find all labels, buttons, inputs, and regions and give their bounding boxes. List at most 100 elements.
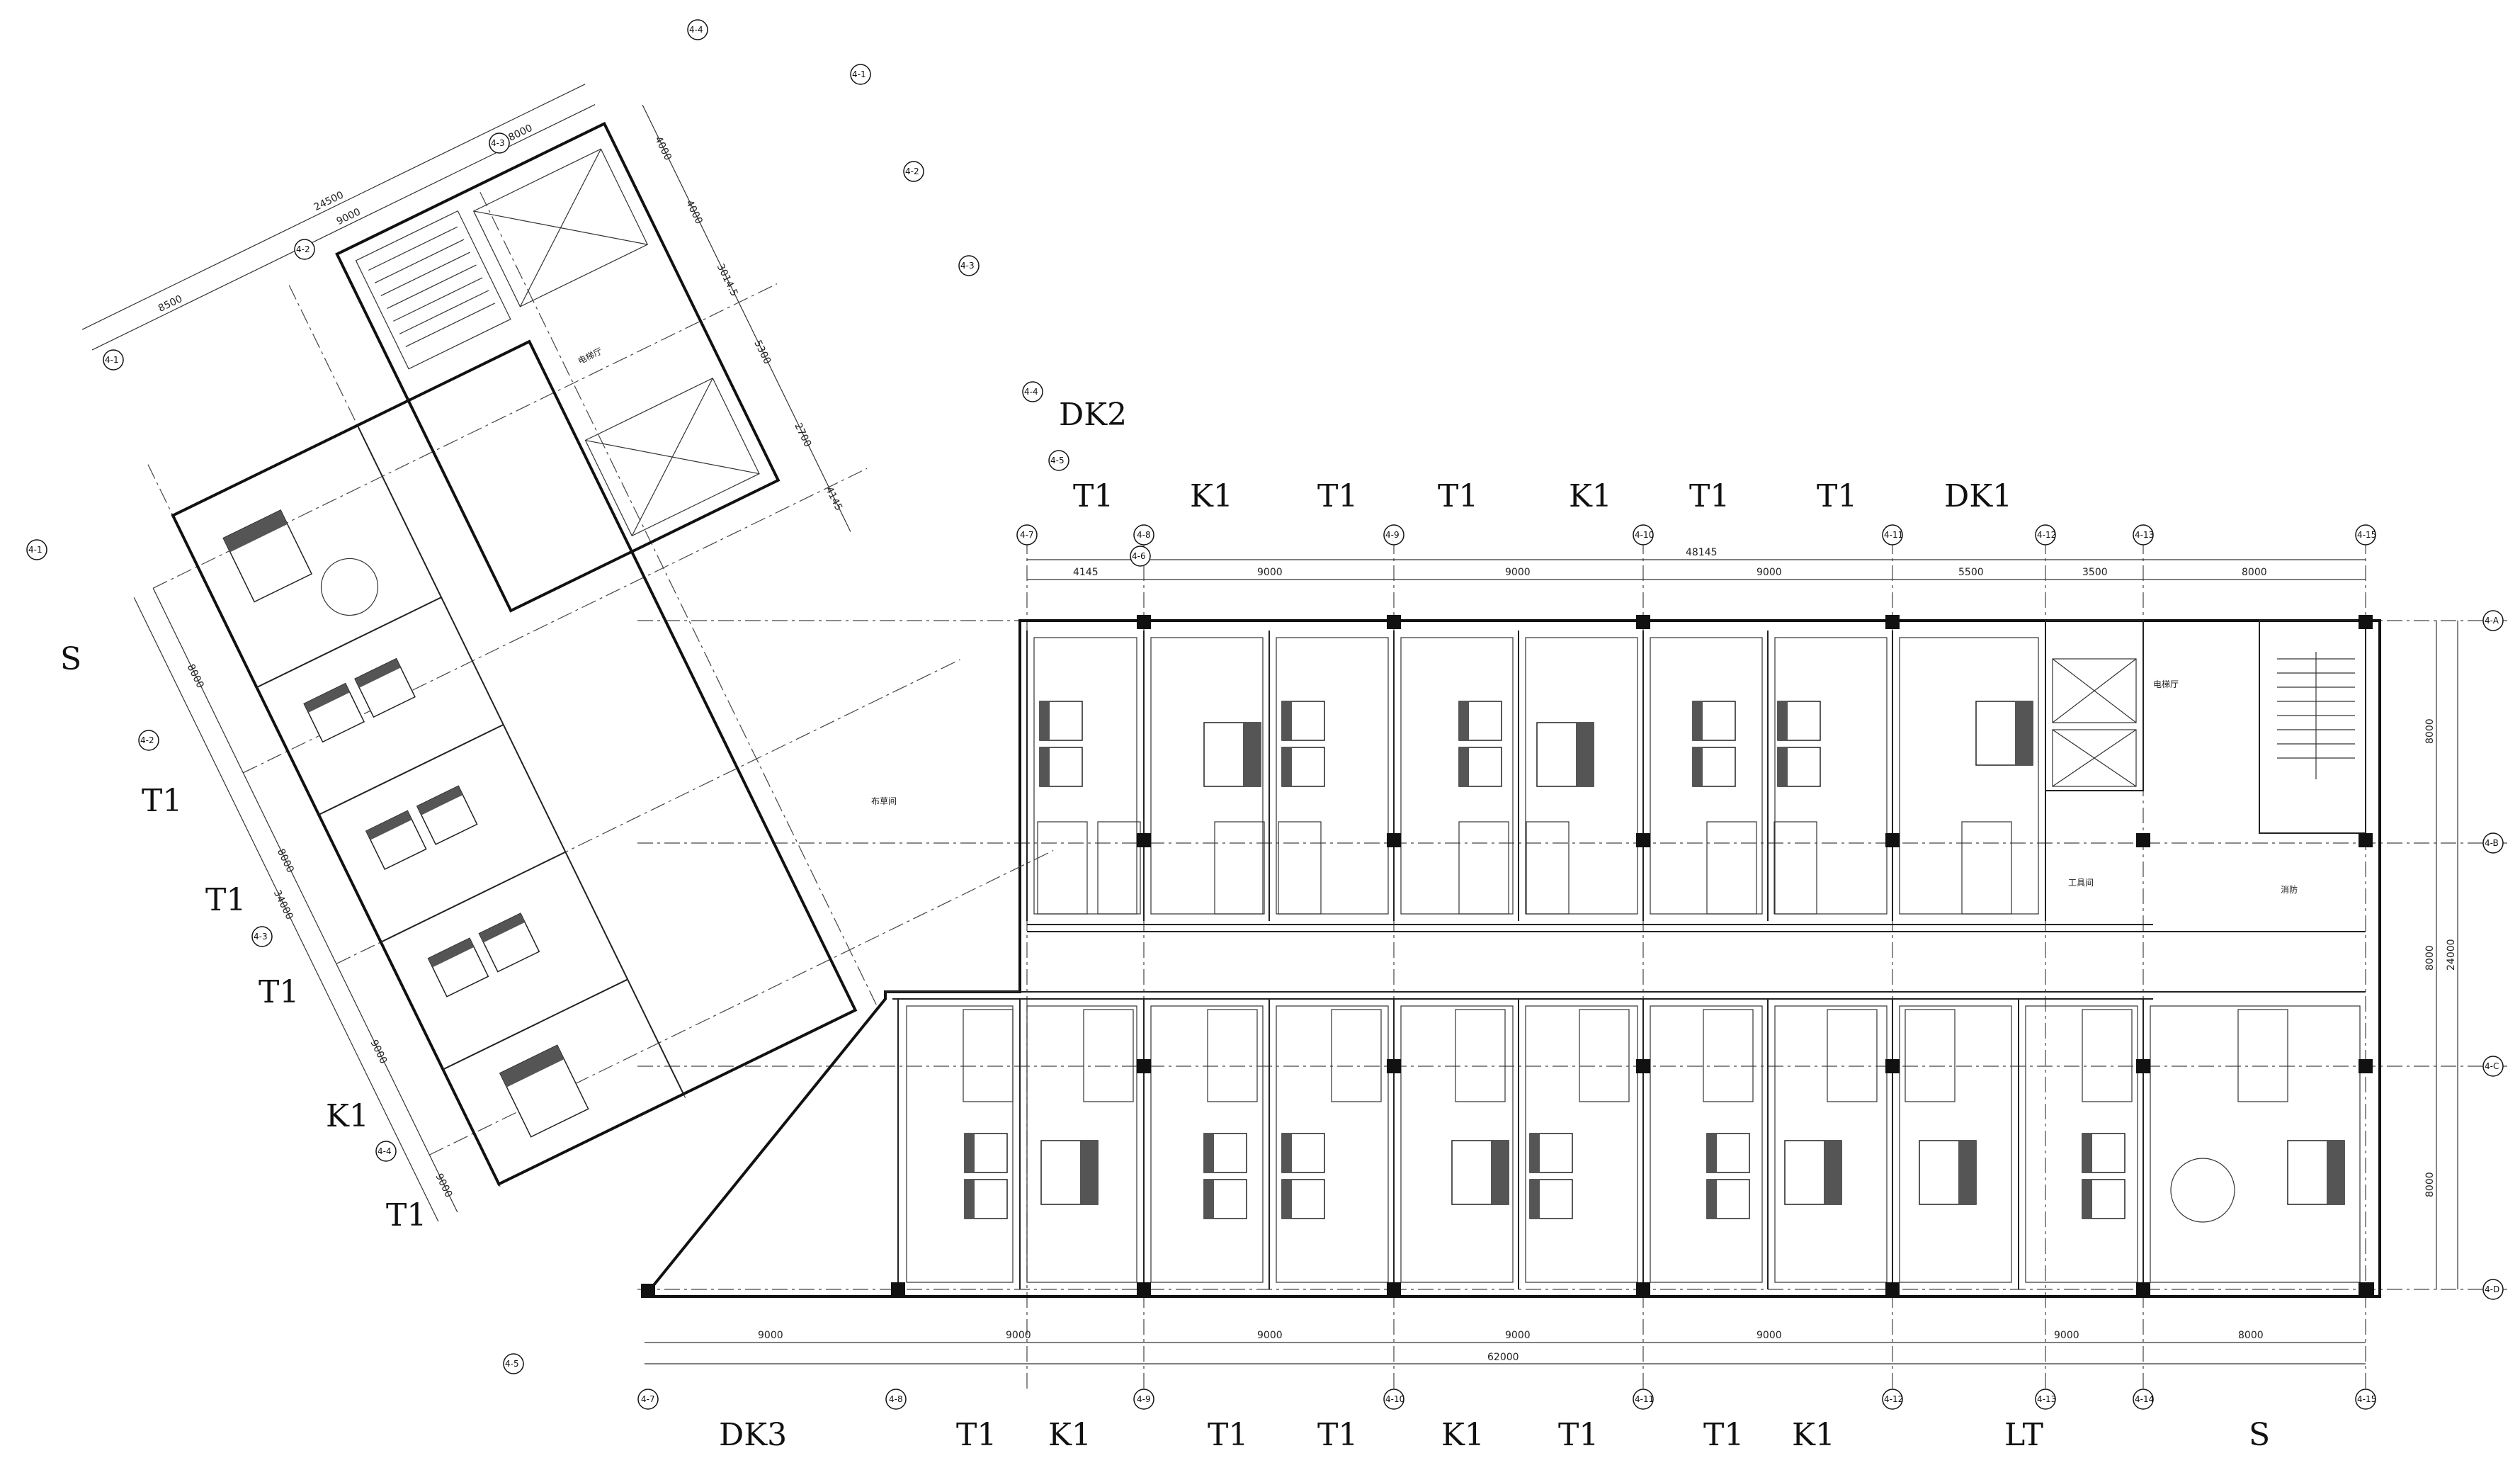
columns [641, 615, 2374, 1298]
grid-bubbles-bottom: 4-7 4-8 4-9 4-10 4-11 4-12 4-13 4-14 4-1… [637, 1389, 2376, 1410]
dimensions-wing-top: 8500 9000 8000 24500 [81, 84, 596, 351]
grid-wing-right-2: 4-2 [905, 166, 919, 176]
dim-right-2: 8000 [2424, 945, 2436, 971]
dim-bottom-4: 9000 [1505, 1330, 1531, 1341]
grid-wing-right-5: 4-5 [1050, 456, 1065, 465]
dim-wing-left-3: 9000 [368, 1038, 389, 1066]
grid-bottom-5: 4-11 [1635, 1394, 1654, 1404]
dim-right-3: 8000 [2424, 1172, 2436, 1197]
linen-room-label: 布草间 [871, 796, 897, 806]
dim-wing-right-1: 4000 [652, 135, 674, 162]
room-label-left-2: T1 [142, 783, 182, 819]
dim-wing-right-3: 3014.5 [715, 262, 740, 298]
top-beds [1039, 701, 2033, 787]
grid-wing-left-4: 4-4 [378, 1146, 392, 1156]
grid-right-2: 4-B [2485, 838, 2499, 848]
room-label-left-3: T1 [205, 882, 246, 918]
grid-wing-left-1: 4-1 [28, 545, 42, 555]
dimensions-wing-right: 4000 4000 3014.5 5300 2700 4145 [642, 104, 851, 532]
dim-top-6: 3500 [2082, 567, 2108, 578]
dim-bottom-7: 8000 [2238, 1330, 2264, 1341]
room-label-bottom-8: T1 [1703, 1417, 1744, 1453]
room-label-left-4: T1 [259, 974, 299, 1010]
grid-bottom-7: 4-13 [2037, 1394, 2056, 1404]
room-label-bottom-6: K1 [1441, 1417, 1485, 1453]
dim-wing-left-4: 9000 [433, 1172, 454, 1199]
dimensions-bottom: 9000 9000 9000 9000 9000 9000 8000 62000 [645, 1330, 2366, 1364]
room-label-top-3: T1 [1317, 478, 1358, 514]
dim-wing-left-1: 8000 [185, 662, 206, 690]
grid-bottom-3: 4-9 [1137, 1394, 1151, 1404]
elevator-hall-label: 电梯厅 [2153, 679, 2179, 689]
dim-wing-right-5: 2700 [792, 422, 813, 449]
room-label-bottom-3: K1 [1048, 1417, 1091, 1453]
room-labels-left: S T1 T1 T1 K1 T1 [60, 641, 426, 1233]
dim-wing-top-total: 24500 [312, 189, 346, 213]
dim-right-total: 24000 [2446, 939, 2457, 971]
room-label-top-2: K1 [1190, 478, 1233, 514]
dim-top-total: 48145 [1686, 547, 1718, 558]
dim-bottom-2: 9000 [1006, 1330, 1031, 1341]
grid-right-3: 4-C [2485, 1061, 2499, 1071]
grid-wing-top-2: 4-2 [296, 244, 310, 254]
dim-top-3: 9000 [1505, 567, 1531, 578]
staff-room-label: 工具间 [2068, 878, 2094, 888]
grid-wing-right-3: 4-3 [960, 261, 975, 271]
grid-wing-top-4: 4-4 [689, 25, 703, 35]
grid-right-1: 4-A [2485, 616, 2499, 626]
east-core: 电梯厅 工具间 消防 [2045, 620, 2366, 895]
dim-bottom-3: 9000 [1257, 1330, 1283, 1341]
room-label-top-4: T1 [1438, 478, 1478, 514]
wing-elevator-hall-label: 电梯厅 [577, 346, 604, 366]
dim-bottom-total: 62000 [1487, 1352, 1519, 1363]
dimensions-top: 48145 4145 9000 9000 9000 5500 3500 8000 [1027, 547, 2366, 580]
grid-top-5: 4-11 [1884, 530, 1903, 540]
room-label-bottom-10: LT [2004, 1417, 2043, 1453]
grid-bubbles-right: 4-A 4-B 4-C 4-D [2482, 610, 2504, 1300]
grid-bottom-4: 4-10 [1385, 1394, 1404, 1404]
grid-top-3: 4-9 [1385, 530, 1400, 540]
dim-wing-right-2: 4000 [683, 198, 705, 226]
grid-bubbles-wing-top: 4-1 4-2 4-3 4-4 [103, 19, 708, 371]
dim-wing-right-4: 5300 [751, 339, 773, 366]
grid-bottom-2: 4-8 [889, 1394, 903, 1404]
grid-bubbles-wing-left: 4-1 4-2 4-3 4-4 4-5 [26, 539, 524, 1374]
dim-top-7: 8000 [2242, 567, 2267, 578]
grid-wing-left-5: 4-5 [505, 1359, 519, 1369]
room-label-bottom-2: T1 [956, 1417, 997, 1453]
bottom-beds [964, 1133, 2345, 1223]
room-label-top-7: T1 [1817, 478, 1857, 514]
grid-top-1: 4-7 [1020, 530, 1034, 540]
grid-wing-right-1: 4-1 [852, 69, 866, 79]
axis-lines [637, 538, 2507, 1389]
grid-wing-right-6: 4-6 [1132, 551, 1146, 561]
dim-bottom-6: 9000 [2054, 1330, 2079, 1341]
top-rooms [1026, 631, 2046, 921]
room-label-bottom-11: S [2249, 1417, 2270, 1453]
dim-top-4: 9000 [1756, 567, 1782, 578]
room-label-top-1: T1 [1073, 478, 1113, 514]
dim-top-1: 4145 [1073, 567, 1099, 578]
west-wing: 电梯厅 [147, 121, 1054, 1191]
grid-top-2: 4-8 [1137, 530, 1151, 540]
room-label-bottom-1: DK3 [719, 1417, 787, 1453]
room-label-bottom-5: T1 [1317, 1417, 1358, 1453]
dim-wing-left-total: 34000 [271, 888, 295, 922]
grid-bubbles-wing-right: 4-1 4-2 4-3 4-4 4-5 4-6 [850, 64, 1151, 567]
grid-top-4: 4-10 [1635, 530, 1654, 540]
dim-right-1: 8000 [2424, 718, 2436, 744]
room-label-left-6: T1 [386, 1197, 426, 1233]
room-label-dk2: DK2 [1059, 397, 1127, 433]
dim-wing-right-6: 4145 [823, 485, 844, 512]
grid-right-4: 4-D [2485, 1284, 2499, 1294]
room-label-top-6: T1 [1689, 478, 1730, 514]
grid-bubbles-top: 4-7 4-8 4-9 4-10 4-11 4-12 4-13 4-15 [1016, 524, 2376, 546]
main-block: 电梯厅 工具间 消防 [637, 538, 2507, 1389]
grid-bottom-1: 4-7 [641, 1394, 655, 1404]
grid-top-7: 4-13 [2135, 530, 2154, 540]
dim-bottom-5: 9000 [1756, 1330, 1782, 1341]
grid-bottom-8: 4-14 [2135, 1394, 2154, 1404]
fire-room-label: 消防 [2281, 884, 2298, 895]
dimensions-right: 8000 8000 8000 24000 [2424, 621, 2458, 1289]
